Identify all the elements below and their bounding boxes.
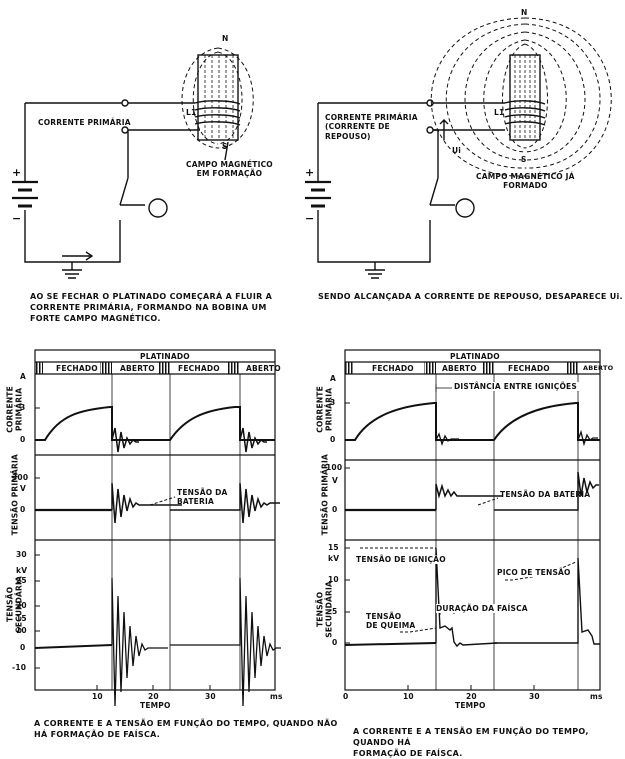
left-x-label: TEMPO [140,701,171,710]
right-peak-annotation: PICO DE TENSÃO [497,568,571,578]
right-y1-tick-3: 3 [330,398,336,407]
left-y1-unit: A [20,372,27,381]
coil-label: L1 [186,108,197,117]
right-duration-annotation: DURAÇÃO DA FAÍSCA [436,604,528,614]
left-y3-tick-20: 20 [16,601,27,610]
right-state-3: FECHADO [508,364,550,373]
ui-label: Ui [452,146,462,155]
left-y2-axis-label: TENSÃO PRIMÁRIA [10,453,20,536]
left-state-2: ABERTO [120,364,155,373]
coil-label-right: L1 [494,108,505,117]
left-platinado-label: PLATINADO [140,352,190,361]
left-y3-tick-30: 30 [16,550,27,559]
rest-current-label: CORRENTE PRIMÁRIA (CORRENTE DE REPOUSO) [325,113,418,141]
right-y2-tick-0: 0 [332,505,338,514]
right-y1-unit: A [330,374,337,383]
left-x-unit: ms [270,692,283,701]
right-burn-annotation: TENSÃO DE QUEIMA [366,612,416,631]
left-circuit-caption: AO SE FECHAR O PLATINADO COMEÇARÁ A FLUI… [30,292,273,323]
right-state-2: ABERTO [442,364,477,373]
right-y1-axis-label: CORRENTE PRIMÁRIA [315,386,334,433]
left-state-1: FECHADO [56,364,98,373]
left-battery-annotation: TENSÃO DA BATERIA [177,488,228,507]
magnetic-field-label: CAMPO MAGNÉTICO EM FORMAÇÃO [186,160,273,179]
left-x-tick-10: 10 [92,692,103,701]
right-y3-tick-5: 5 [332,607,338,616]
left-state-4: ABERTO [246,364,281,373]
left-y2-tick-300: 300 [12,473,29,482]
right-x-tick-30: 30 [529,692,540,701]
right-distance-label: DISTÂNCIA ENTRE IGNIÇÕES [452,382,579,392]
north-pole-label: N [222,34,229,43]
formed-field-label: CAMPO MAGNÉTICO JÁ FORMADO [476,172,575,191]
left-y1-tick-0: 0 [20,435,26,444]
left-state-3: FECHADO [178,364,220,373]
left-x-tick-30: 30 [205,692,216,701]
circuit-diagrams [12,17,612,279]
right-x-tick-20: 20 [466,692,477,701]
right-x-label: TEMPO [455,701,486,710]
left-y2-tick-0: 0 [20,505,26,514]
right-y3-axis-label: TENSÃO SECUNDÁRIA [315,580,334,638]
left-y3-tick-0: 0 [20,643,26,652]
right-x-tick-10: 10 [403,692,414,701]
right-y3-tick-10: 10 [328,575,339,584]
right-state-1: FECHADO [372,364,414,373]
battery-plus: + [12,166,22,179]
right-y2-unit: V [332,476,339,485]
right-y1-tick-0: 0 [330,435,336,444]
primary-current-label: CORRENTE PRIMÁRIA [38,118,131,127]
north-pole-label-right: N [521,8,528,17]
right-x-unit: ms [590,692,603,701]
right-battery-annotation: TENSÃO DA BATERIA [500,490,591,499]
south-pole-label-right: S [521,155,527,164]
left-chart-caption: A CORRENTE E A TENSÃO EM FUNÇÃO DO TEMPO… [34,719,338,739]
right-y3-unit: kV [328,554,340,563]
left-y3-tick-15: 15 [16,614,27,623]
left-y3-tick-10: 10 [16,626,27,635]
right-y2-axis-label: TENSÃO PRIMÁRIA [320,453,330,536]
left-y3-unit: kV [16,566,28,575]
right-state-4: ABERTO [583,364,614,372]
right-y3-tick-15: 15 [328,543,339,552]
left-x-tick-20: 20 [148,692,159,701]
right-circuit-caption: SENDO ALCANÇADA A CORRENTE DE REPOUSO, D… [318,292,623,301]
left-y2-unit: V [20,484,27,493]
left-y3-axis-label: TENSÃO SECUNDÁRIA [5,575,24,633]
right-x-tick-0: 0 [343,692,349,701]
left-y1-axis-label: CORRENTE PRIMÁRIA [5,386,24,433]
battery-minus: − [12,212,22,225]
right-y2-tick-100: 100 [326,463,343,472]
left-y1-tick-3: 3 [20,403,26,412]
south-pole-label: S [222,142,228,151]
left-y3-tick-25: 25 [16,576,27,585]
right-chart-caption: A CORRENTE E A TENSÃO EM FUNÇÃO DO TEMPO… [353,727,589,758]
left-y3-tick-neg10: -10 [12,663,27,672]
battery-minus-right: − [305,212,315,225]
battery-plus-right: + [305,166,315,179]
right-platinado-label: PLATINADO [450,352,500,361]
right-y3-tick-0: 0 [332,638,338,647]
right-ignition-annotation: TENSÃO DE IGNIÇÃO [356,555,446,565]
